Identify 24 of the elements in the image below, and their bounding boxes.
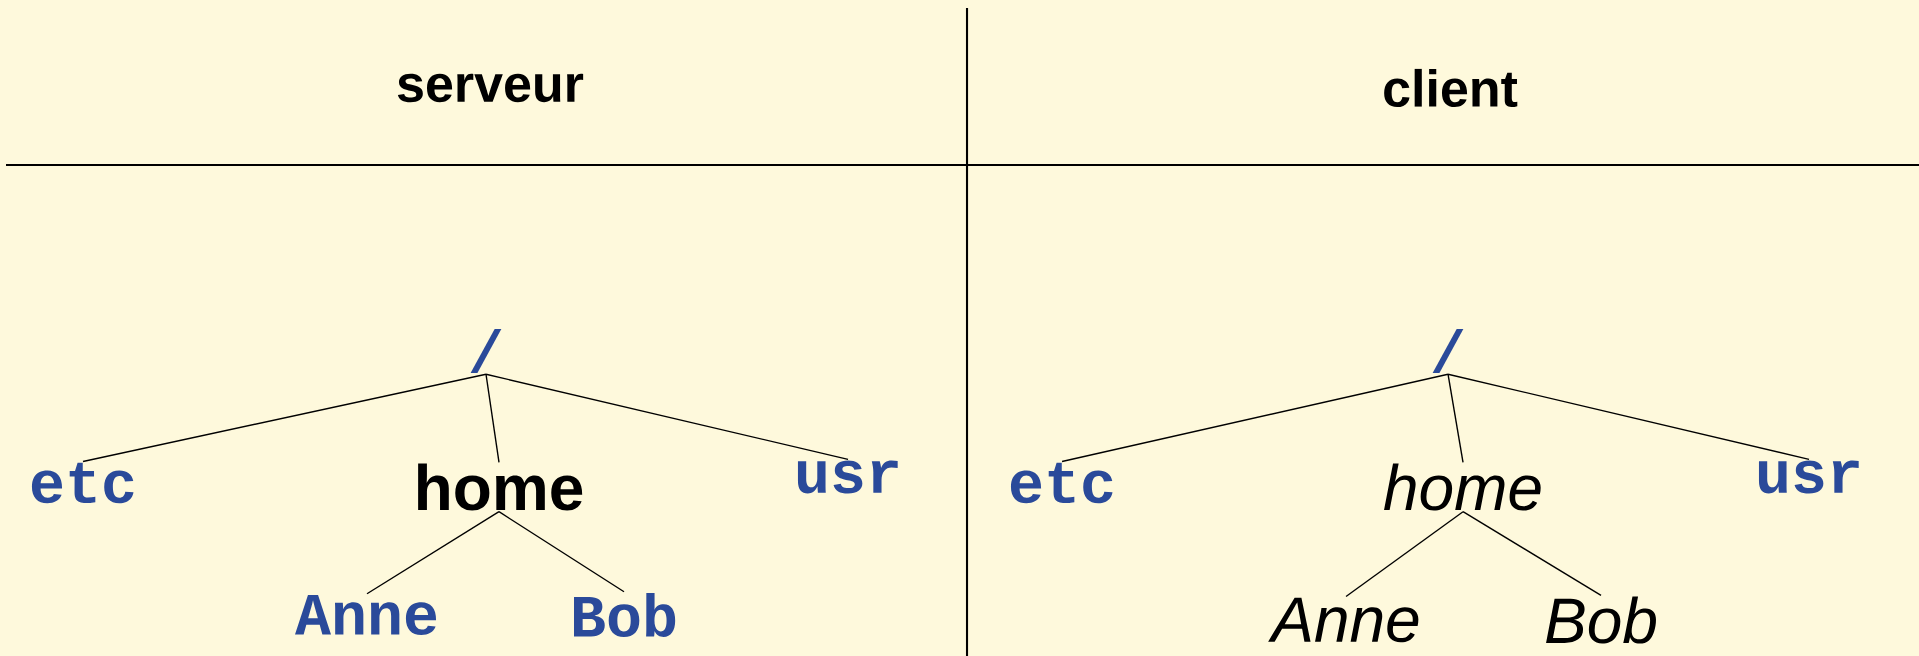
tree-branch [1447, 373, 1810, 461]
tree-node-label: usr [797, 460, 898, 494]
tree-node-label: / [470, 329, 502, 374]
tree-branch [485, 373, 849, 461]
tree-node-label: etc [1010, 462, 1113, 504]
tree-branch [1462, 511, 1602, 596]
tree-node-label: home [418, 463, 583, 511]
tree-branch [498, 511, 625, 593]
tree-node-label: / [1432, 329, 1464, 374]
tree-branch [1447, 373, 1464, 463]
tree-node-label: Anne [1268, 597, 1419, 643]
tree-branch [485, 373, 500, 463]
tree-branch [366, 511, 500, 595]
column-heading: serveur [397, 73, 584, 103]
tree-node-label: usr [1758, 460, 1859, 494]
tree-node-label: Anne [295, 594, 437, 636]
tree-branch [1345, 511, 1464, 598]
tree-node-label: home [1384, 463, 1541, 511]
tree-node-label: etc [31, 462, 134, 504]
column-heading: client [1384, 68, 1518, 108]
tree-node-label: Bob [574, 593, 676, 638]
tree-node-label: Bob [1546, 596, 1656, 644]
tree-branch [1061, 373, 1449, 463]
tree-branch [82, 373, 487, 463]
